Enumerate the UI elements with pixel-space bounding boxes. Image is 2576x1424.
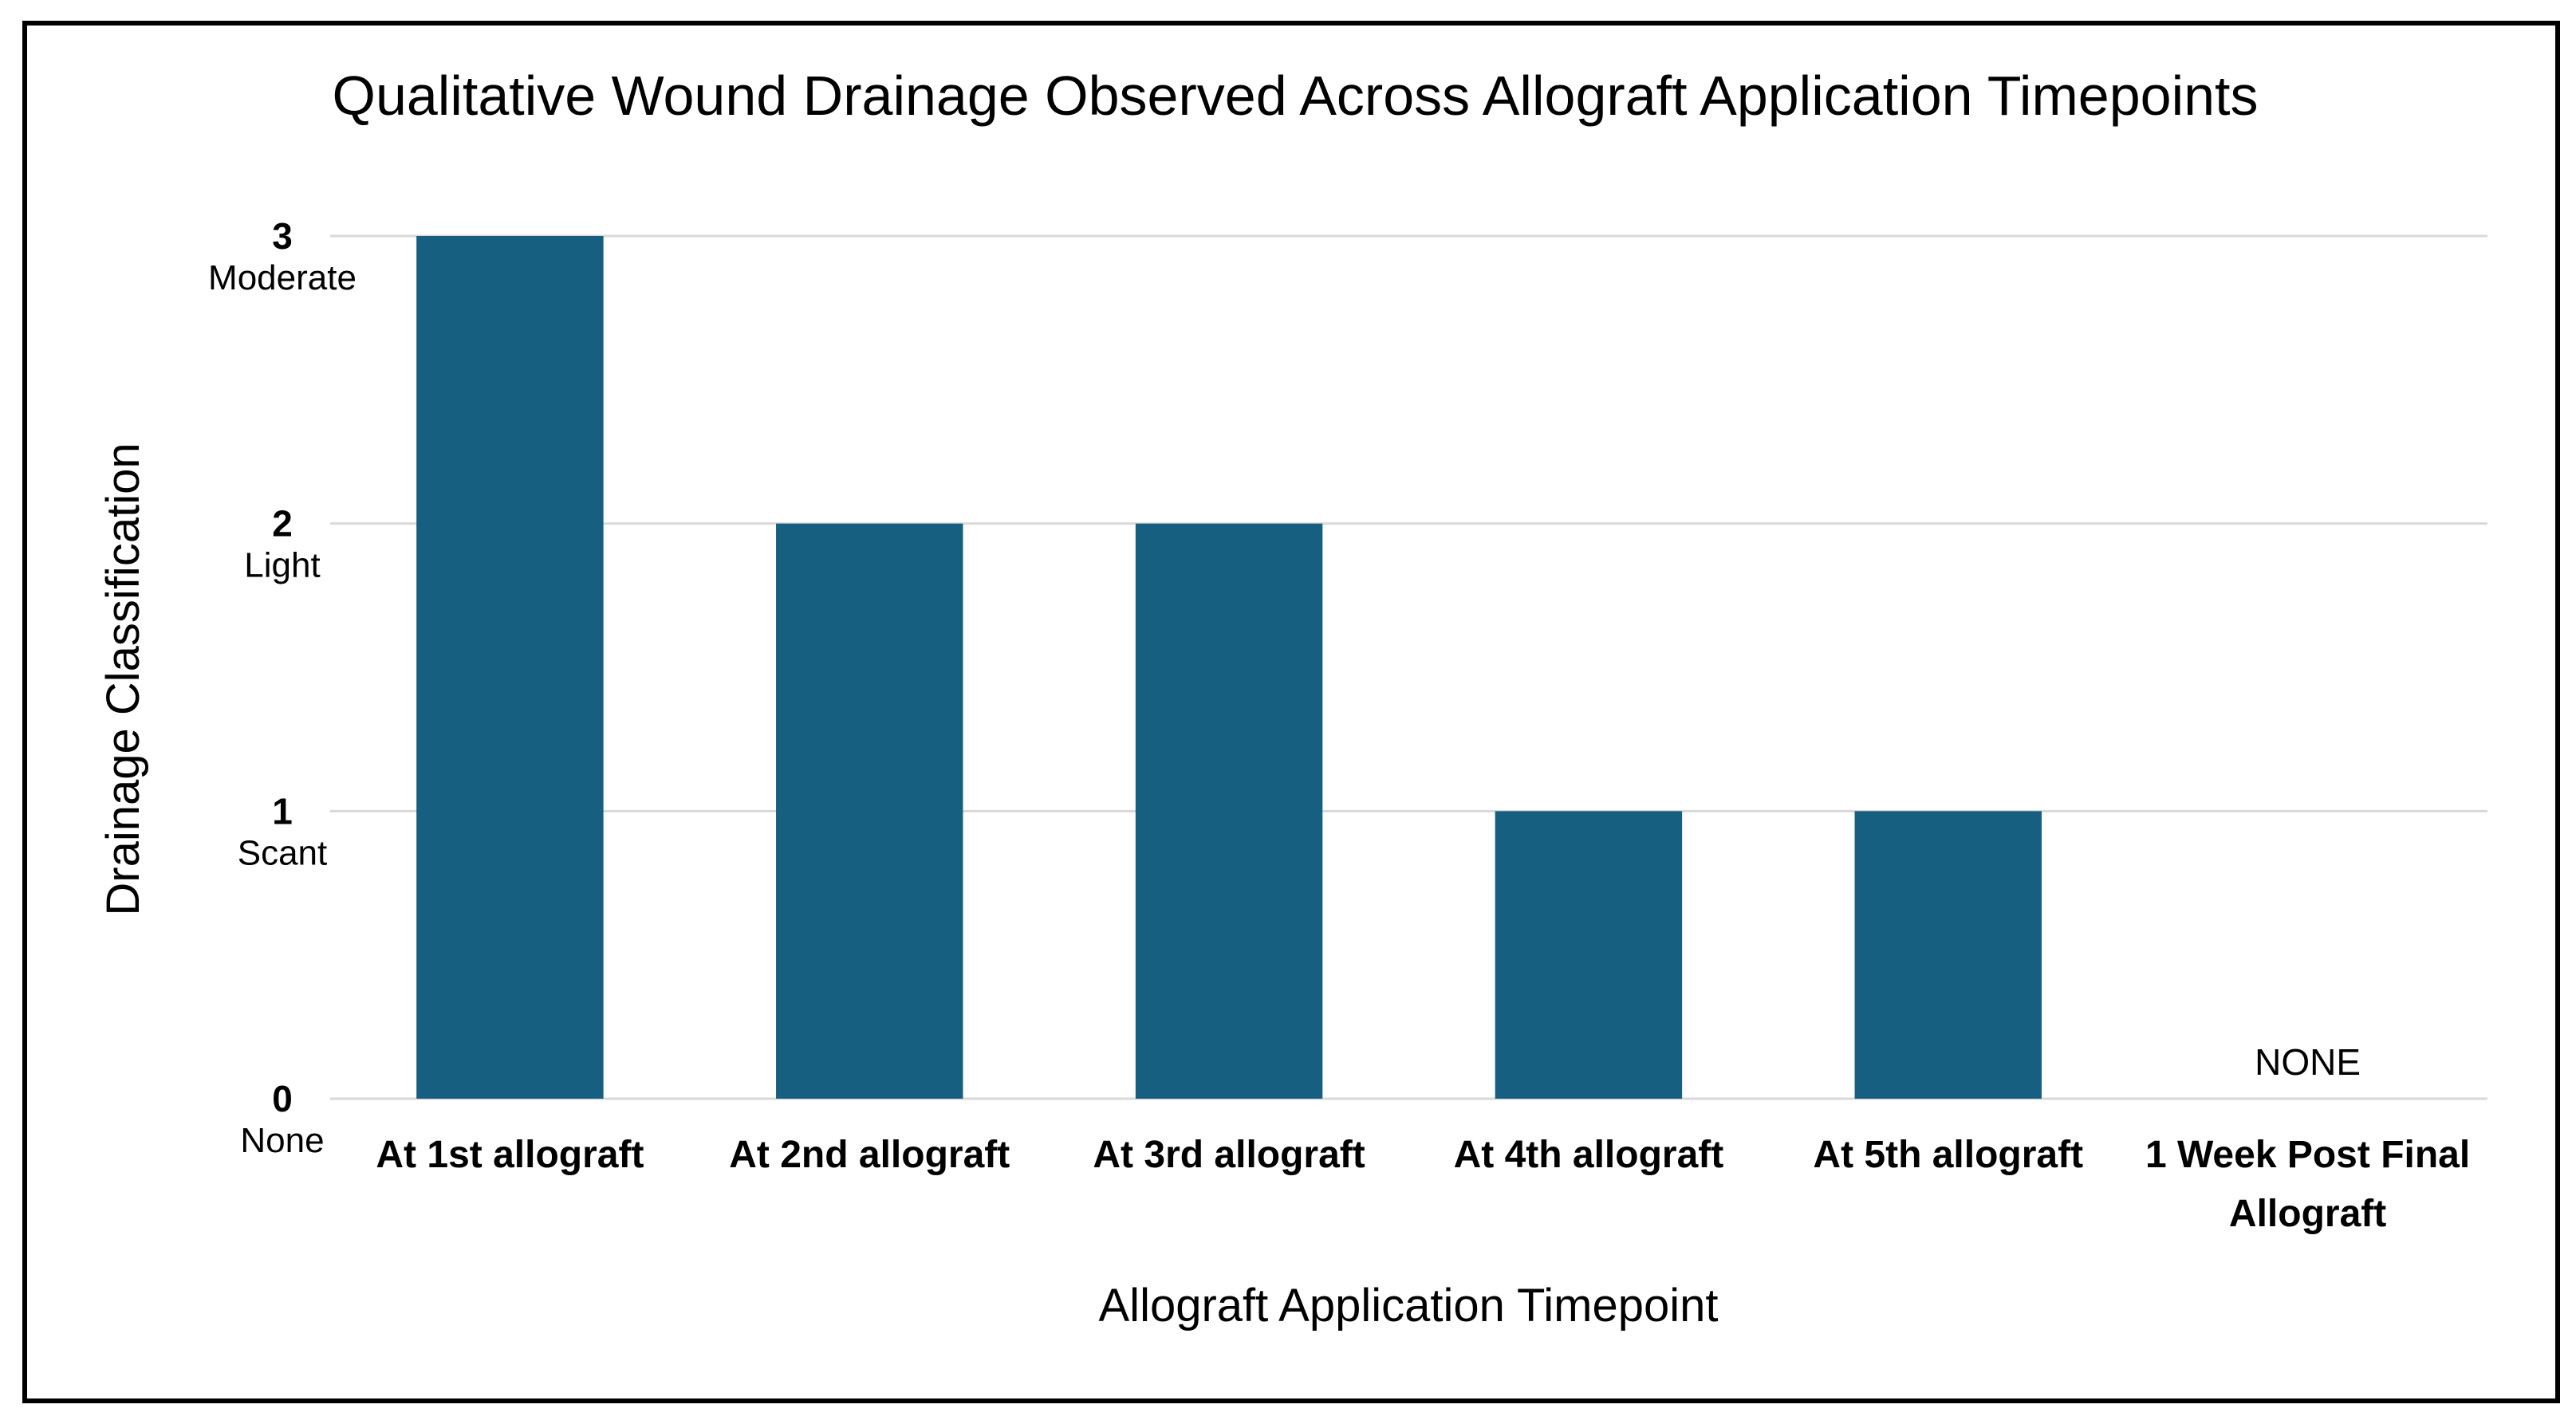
- bar-2: [776, 523, 963, 1099]
- chart-title: Qualitative Wound Drainage Observed Acro…: [333, 65, 2259, 127]
- y-tick-label-1: 1: [272, 790, 293, 832]
- bar-3: [1135, 523, 1323, 1099]
- data-label-6: NONE: [2255, 1041, 2361, 1083]
- data-labels: NONE: [2255, 1041, 2361, 1083]
- x-axis-title: Allograft Application Timepoint: [1099, 1280, 1719, 1332]
- bars: [416, 236, 2042, 1099]
- y-tick-sublabel-1: Scant: [238, 833, 328, 872]
- x-tick-label-1-line-1: At 1st allograft: [376, 1134, 644, 1176]
- bar-1: [416, 236, 604, 1099]
- x-tick-label-5-line-1: At 5th allograft: [1813, 1134, 2083, 1176]
- y-tick-sublabel-2: Light: [244, 546, 320, 585]
- x-tick-label-2-line-1: At 2nd allograft: [729, 1134, 1010, 1176]
- gridlines: [330, 234, 2487, 1100]
- x-tick-label-6-line-2: Allograft: [2229, 1193, 2386, 1235]
- x-tick-label-6-line-1: 1 Week Post Final: [2145, 1134, 2470, 1176]
- x-axis-ticks: At 1st allograft At 2nd allograft At 3rd a…: [376, 1134, 2470, 1235]
- y-tick-label-0: 0: [272, 1078, 293, 1119]
- y-tick-sublabel-3: Moderate: [208, 258, 356, 297]
- y-axis-title: Drainage Classification: [97, 443, 149, 915]
- bar-chart: Qualitative Wound Drainage Observed Acro…: [97, 65, 2487, 1332]
- y-tick-sublabel-0: None: [240, 1121, 324, 1160]
- bar-5: [1854, 811, 2042, 1099]
- bar-4: [1495, 811, 1683, 1099]
- x-tick-label-4-line-1: At 4th allograft: [1454, 1134, 1724, 1176]
- x-tick-label-3-line-1: At 3rd allograft: [1093, 1134, 1365, 1176]
- y-tick-label-3: 3: [272, 215, 293, 257]
- chart-frame: Qualitative Wound Drainage Observed Acro…: [22, 21, 2560, 1403]
- y-tick-label-2: 2: [272, 503, 293, 545]
